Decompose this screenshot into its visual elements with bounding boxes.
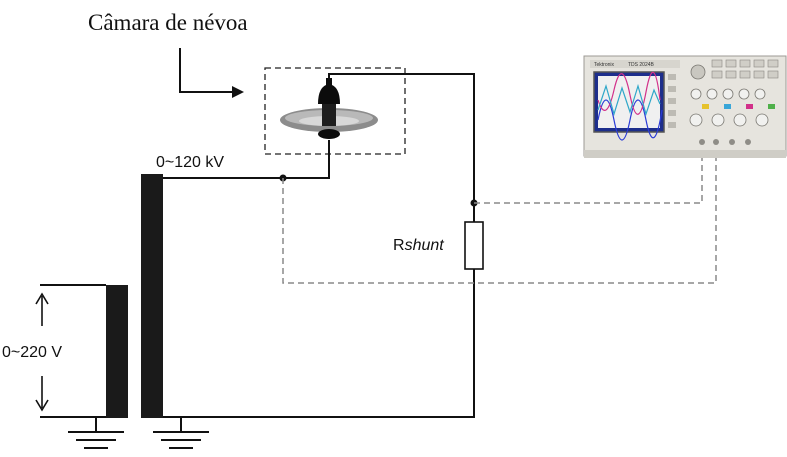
probe-connectors [699,139,751,145]
channel-buttons [702,104,775,109]
waveform-traces [597,71,663,141]
fog-chamber-box [264,67,406,155]
voltage-arrow-icon [35,292,49,412]
shunt-label-suffix: shunt [405,237,445,254]
button-row [711,59,779,79]
softkey-column [668,74,676,128]
ground-icon [153,431,209,449]
chamber-title: Câmara de névoa [88,10,248,35]
knob-cluster [689,64,769,127]
circuit-wires [40,73,475,432]
oscilloscope: Tektronix TDS 2024B [583,55,787,158]
high-voltage-label: 0~120 kV [156,154,224,171]
title-arrow [179,48,244,98]
low-voltage-label: 0~220 V [2,344,62,361]
shunt-label-prefix: R [393,237,405,254]
transformer-secondary [141,174,163,418]
signal-lines [282,145,717,284]
shunt-label: Rshunt [393,237,444,254]
insulator-icon [280,78,378,139]
transformer-primary [106,285,128,418]
ground-icon [68,431,124,449]
oscilloscope-model: TDS 2024B [628,62,655,68]
shunt-resistor [464,221,484,270]
oscilloscope-brand: Tektronix [594,62,615,68]
